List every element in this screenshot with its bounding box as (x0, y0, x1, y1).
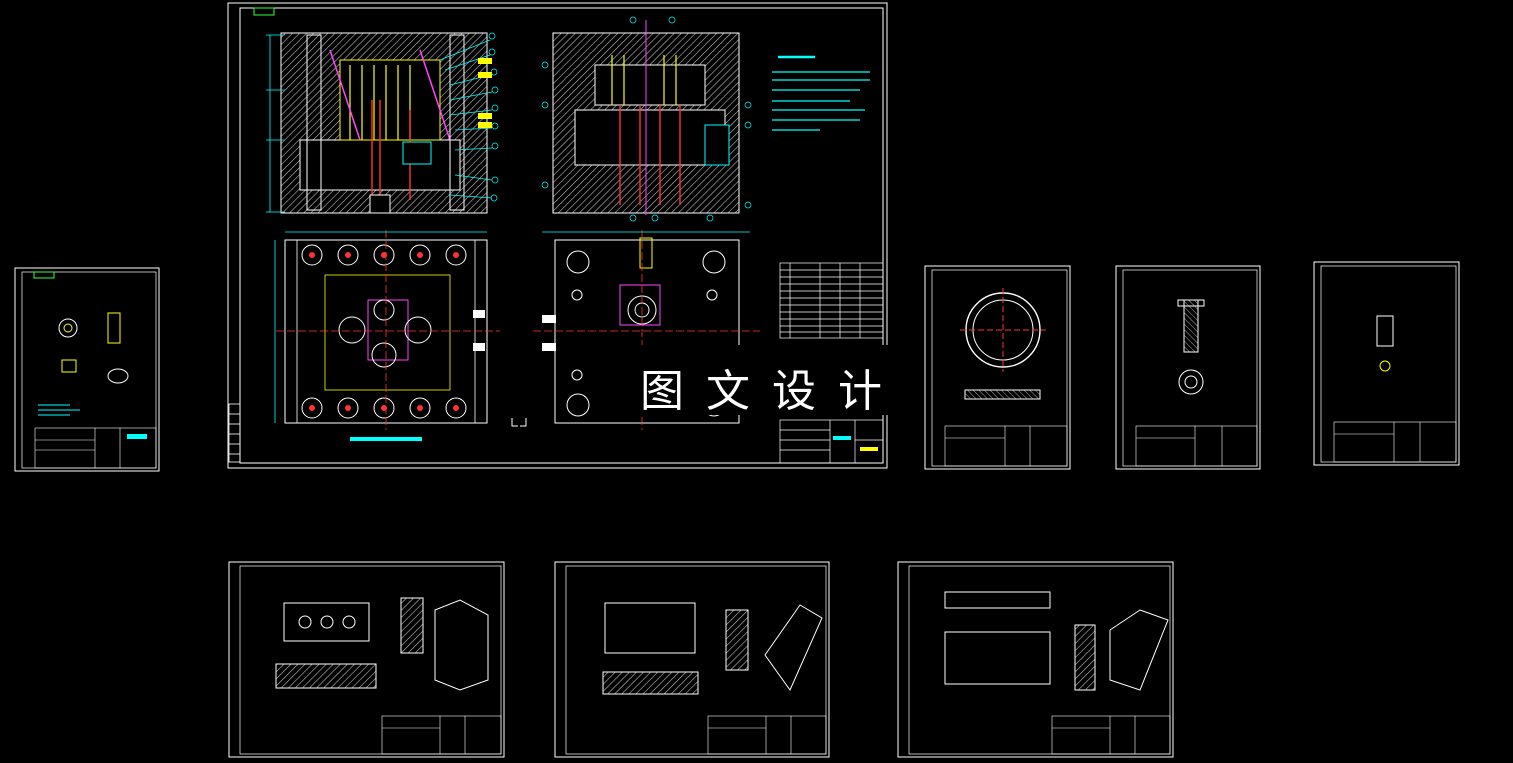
sheet-part-left (14, 267, 160, 472)
plan-view-right (511, 230, 760, 430)
sheet-plate-2 (554, 561, 830, 758)
sheet-part-pin (1115, 265, 1261, 470)
watermark-background (628, 345, 893, 415)
section-view-right (541, 16, 752, 222)
bill-of-materials-table (779, 262, 884, 339)
sheet-part-bushing (1313, 261, 1460, 466)
watermark-text: 图文设计 (640, 366, 904, 417)
sheet-plate-1 (228, 561, 505, 758)
sheet-plate-3 (897, 561, 1174, 758)
technical-requirements-notes (772, 55, 870, 131)
sheet-part-ring (924, 265, 1071, 470)
main-title-block (779, 419, 884, 464)
section-view-left (266, 32, 499, 214)
main-assembly-sheet (227, 2, 888, 469)
plan-view-left (274, 230, 500, 441)
